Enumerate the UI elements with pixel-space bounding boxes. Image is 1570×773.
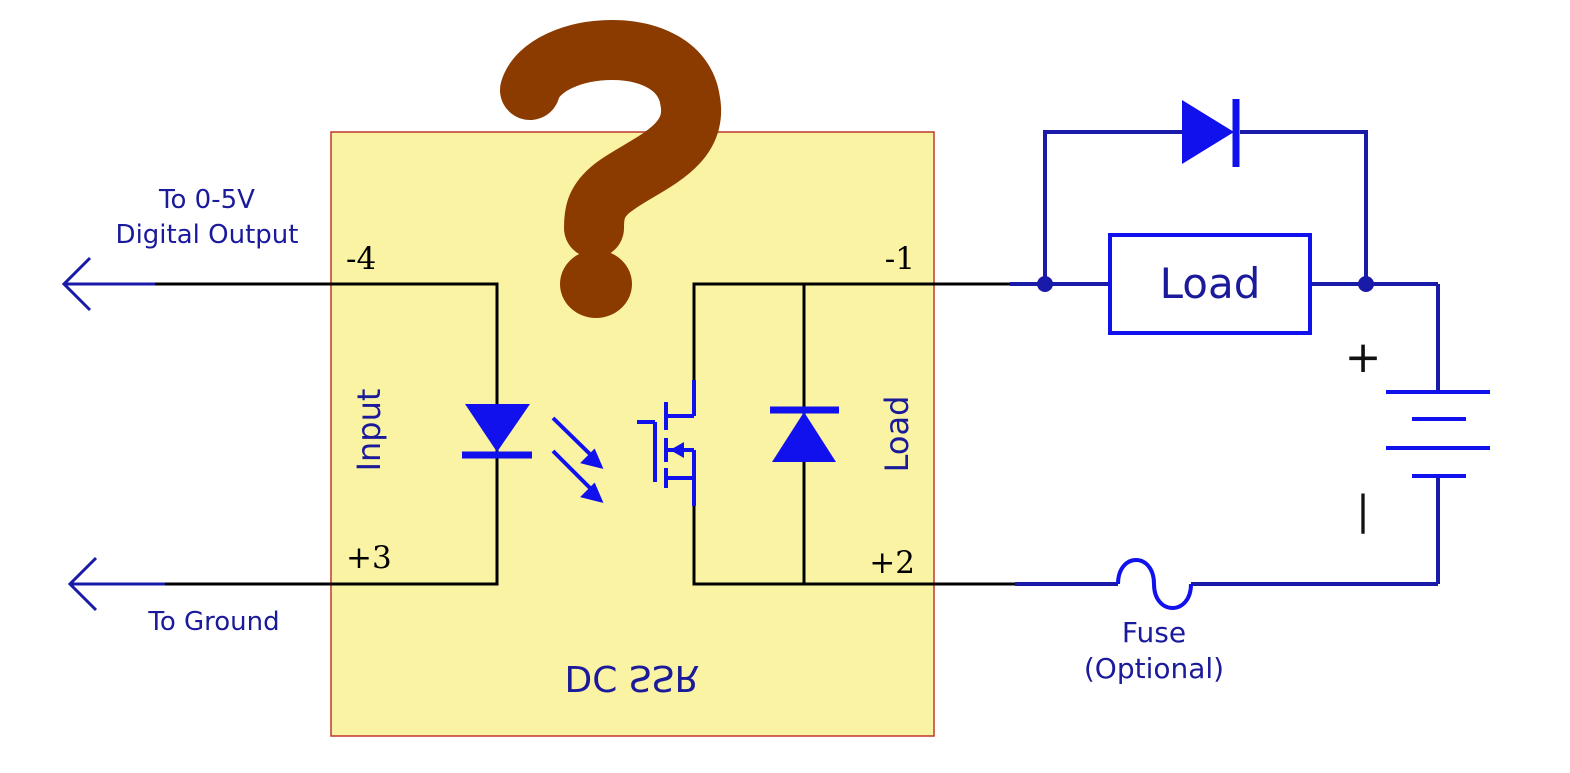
fuse-icon [1116, 558, 1193, 610]
fuse-label-line1: Fuse [1122, 616, 1186, 649]
battery-icon [1386, 390, 1490, 478]
battery-minus-label: | [1356, 488, 1369, 534]
load-box [1108, 233, 1312, 335]
load-box-label: Load [1160, 259, 1261, 308]
pin-2-label: +2 [869, 545, 915, 581]
ssr-module-body [330, 131, 935, 737]
mosfet-icon [637, 380, 696, 506]
flyback-diode-icon [1182, 99, 1240, 167]
load-side-label: Load [878, 396, 916, 473]
question-mark-icon [500, 20, 721, 318]
fuse-label-line2: (Optional) [1084, 652, 1224, 685]
ssr-title: DC SSR [564, 657, 699, 698]
pin-4-label: -4 [346, 241, 376, 277]
pin-3-label: +3 [346, 540, 392, 576]
diode-icon [770, 406, 839, 462]
junction-dot-right [1358, 276, 1374, 292]
light-arrows-icon [551, 416, 604, 503]
ground-label: To Ground [147, 607, 279, 637]
external-circuit [1010, 130, 1440, 586]
junction-dot-left [1037, 276, 1053, 292]
pin-1-label: -1 [885, 241, 915, 277]
battery-plus-label: + [1345, 332, 1382, 383]
input-side-label: Input [350, 389, 388, 472]
led-diode-icon [462, 404, 532, 459]
output-label-line1: To 0-5V [158, 185, 255, 215]
output-label-line2: Digital Output [116, 220, 299, 250]
